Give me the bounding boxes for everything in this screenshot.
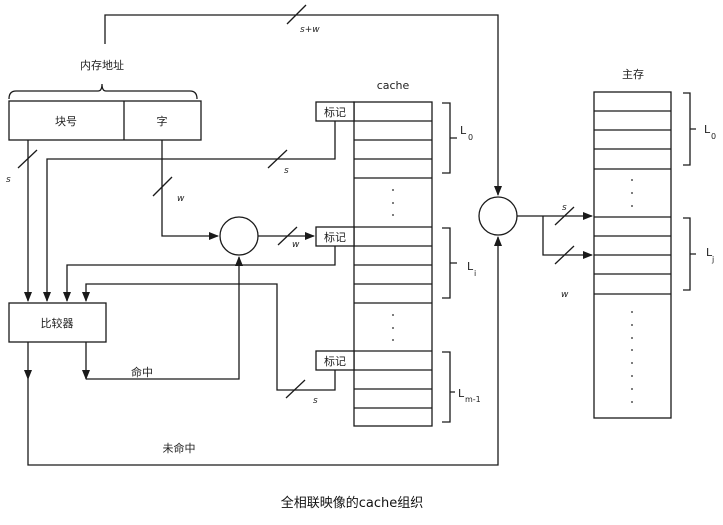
cache-group-li-brace: L i: [442, 227, 476, 299]
hit-signal: 命中: [82, 256, 243, 380]
top-bus: s+w: [104, 4, 502, 196]
miss-signal: 未命中: [24, 236, 502, 466]
top-bus-width: s+w: [300, 25, 320, 35]
cache-tag-i: 标记: [315, 226, 355, 247]
address-combiner-circle: [219, 216, 259, 256]
memory-s-bus: s: [517, 203, 593, 226]
svg-text:i: i: [474, 269, 476, 278]
memory-group-lj-brace: L j: [683, 217, 714, 291]
tag0-bus: s: [43, 120, 336, 302]
main-memory-label: 主存: [622, 67, 644, 81]
svg-text:L: L: [704, 123, 711, 136]
svg-text:m-1: m-1: [465, 395, 481, 404]
word-bus: w: [152, 140, 219, 240]
block-number-field: 块号: [55, 115, 77, 128]
svg-text:未命中: 未命中: [163, 441, 196, 455]
svg-text:标记: 标记: [324, 354, 346, 368]
memory-address-label: 内存地址: [80, 58, 124, 72]
svg-text:L: L: [458, 387, 465, 400]
svg-text:0: 0: [468, 133, 473, 142]
svg-text:L: L: [460, 124, 467, 137]
svg-text:w: w: [177, 194, 185, 204]
comparator-box: 比较器: [8, 302, 107, 343]
svg-text:s: s: [284, 166, 289, 176]
cache-tag-m-1: 标记: [315, 350, 355, 371]
cache-group-l0-brace: L 0: [442, 102, 473, 174]
svg-text:w: w: [561, 290, 569, 300]
memory-address-box: 块号 字: [8, 100, 202, 141]
svg-text:j: j: [711, 255, 714, 264]
memory-group-l0-brace: L 0: [683, 92, 716, 166]
main-memory-block: [593, 91, 672, 419]
svg-text:s: s: [6, 175, 11, 185]
block-number-bus: s: [6, 140, 38, 302]
svg-text:标记: 标记: [324, 230, 346, 244]
cache-group-lm-1-brace: L m-1: [442, 351, 481, 423]
svg-text:s: s: [313, 396, 318, 406]
svg-text:命中: 命中: [131, 365, 153, 379]
memory-address-circle: [478, 196, 518, 236]
tagm-bus: s: [82, 283, 336, 406]
cache-label: cache: [377, 79, 410, 92]
svg-text:w: w: [292, 240, 300, 250]
svg-text:L: L: [706, 246, 713, 259]
circle-to-tag-bus: w: [258, 226, 315, 250]
svg-text:比较器: 比较器: [41, 316, 74, 330]
cache-tag-0: 标记: [315, 101, 355, 122]
word-field: 字: [157, 114, 168, 128]
svg-text:L: L: [467, 260, 474, 273]
cache-block: [353, 101, 433, 427]
svg-text:0: 0: [711, 132, 716, 141]
memory-w-bus: w: [542, 216, 593, 300]
tagi-bus: [63, 245, 336, 302]
svg-text:s: s: [562, 203, 567, 213]
svg-text:标记: 标记: [324, 105, 346, 119]
diagram-caption: 全相联映像的cache组织: [281, 495, 424, 511]
address-brace: [8, 83, 198, 100]
